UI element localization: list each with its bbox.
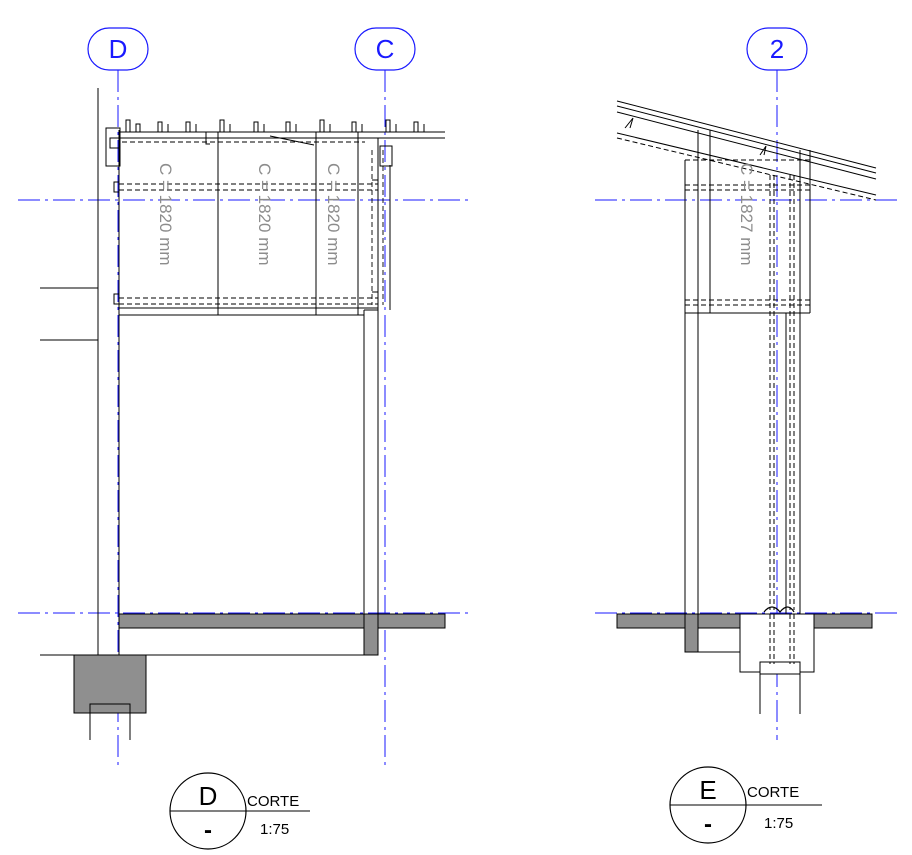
section-tag-e[interactable]: E - CORTE 1:75 <box>669 766 822 844</box>
section-tag-d[interactable]: D - CORTE 1:75 <box>169 772 310 850</box>
grid-bubble-d-label: D <box>109 34 128 64</box>
dimension-label-bay-right: C = 1827 mm <box>737 163 756 266</box>
left-dimension-labels: C = 1820 mm C = 1820 mm C = 1820 mm <box>156 163 343 266</box>
dimension-label-bay-3: C = 1820 mm <box>324 163 343 266</box>
left-dashed-joists <box>119 141 384 305</box>
section-tag-e-scale: 1:75 <box>764 815 793 832</box>
grid-bubble-2-label: 2 <box>770 34 784 64</box>
right-section: 2 <box>595 27 900 844</box>
section-tag-d-number: D <box>199 781 218 811</box>
right-structure <box>684 130 811 614</box>
left-structure <box>40 88 445 656</box>
left-roof-clips <box>105 119 425 306</box>
section-tag-d-type: CORTE <box>247 793 299 810</box>
dimension-label-bay-2: C = 1820 mm <box>255 163 274 266</box>
section-tag-d-sheet: - <box>204 817 212 844</box>
left-section: D C <box>18 27 470 850</box>
section-tag-e-number: E <box>699 775 716 805</box>
grid-bubble-c[interactable]: C <box>354 27 416 71</box>
section-tag-d-scale: 1:75 <box>260 821 289 838</box>
grid-bubble-2[interactable]: 2 <box>746 27 808 71</box>
right-dimension-labels: C = 1827 mm <box>737 163 756 266</box>
section-tag-e-sheet: - <box>704 811 712 838</box>
right-grid-lines <box>595 70 900 740</box>
dimension-label-bay-1: C = 1820 mm <box>156 163 175 266</box>
grid-bubble-d[interactable]: D <box>87 27 149 71</box>
section-tag-e-type: CORTE <box>747 784 799 801</box>
left-grid-lines <box>18 70 470 765</box>
grid-bubble-c-label: C <box>376 34 395 64</box>
left-floor-slab <box>73 613 446 740</box>
right-floor-slab <box>616 606 873 714</box>
right-dashed-members <box>685 159 810 610</box>
right-sloped-roof <box>616 100 877 201</box>
